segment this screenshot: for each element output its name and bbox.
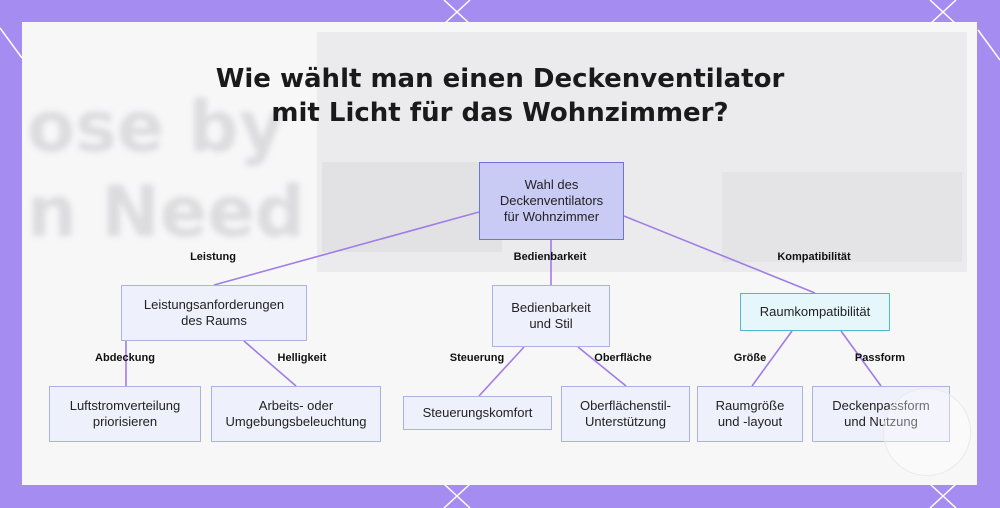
edge-label-passform: Passform: [854, 352, 906, 364]
edge-label-groesse: Größe: [733, 352, 767, 364]
leaf-line-1: Arbeits- oder: [258, 398, 334, 413]
node-line-1: Leistungsanforderungen: [143, 297, 285, 312]
edge-label-oberflaeche: Oberfläche: [594, 352, 652, 364]
background-photo-panel: [722, 172, 962, 262]
node-raumkompatibilitaet: Raumkompatibilität: [740, 293, 890, 331]
leaf-steuerungskomfort: Steuerungskomfort: [403, 396, 552, 430]
edge-label-abdeckung: Abdeckung: [95, 352, 155, 364]
leaf-luftstromverteilung: Luftstromverteilung priorisieren: [49, 386, 201, 442]
leaf-line-2: Umgebungsbeleuchtung: [225, 414, 367, 429]
leaf-line-1: Raumgröße: [715, 398, 785, 413]
node-leistungsanforderungen: Leistungsanforderungen des Raums: [121, 285, 307, 341]
root-node-line-2: Deckenventilators: [499, 193, 604, 208]
edge-label-leistung: Leistung: [190, 251, 236, 263]
leaf-line-2: priorisieren: [92, 414, 158, 429]
leaf-beleuchtung: Arbeits- oder Umgebungsbeleuchtung: [211, 386, 381, 442]
background-blur-text: ose by: [27, 86, 285, 168]
leaf-line-1: Steuerungskomfort: [422, 405, 533, 420]
node-line-1: Raumkompatibilität: [759, 304, 871, 319]
node-line-1: Bedienbarkeit: [511, 300, 591, 315]
leaf-line-2: und -layout: [717, 414, 783, 429]
leaf-line-2: Unterstützung: [585, 414, 666, 429]
node-line-2: des Raums: [181, 313, 247, 328]
leaf-line-1: Luftstromverteilung: [69, 398, 181, 413]
title-line-1: Wie wählt man einen Deckenventilator: [215, 64, 785, 94]
root-node-line-1: Wahl des: [524, 177, 579, 192]
page-title: Wie wählt man einen Deckenventilator mit…: [0, 62, 1000, 130]
root-node-line-3: für Wohnzimmer: [503, 209, 600, 224]
background-blur-text: n Need: [27, 171, 305, 253]
title-line-2: mit Licht für das Wohnzimmer?: [271, 98, 729, 128]
node-bedienbarkeit-stil: Bedienbarkeit und Stil: [492, 285, 610, 347]
leaf-oberflaechenstil: Oberflächenstil- Unterstützung: [561, 386, 690, 442]
edge-label-kompatibilitaet: Kompatibilität: [777, 251, 851, 263]
leaf-raumgroesse: Raumgröße und -layout: [697, 386, 803, 442]
node-line-2: und Stil: [529, 316, 573, 331]
watermark-logo: [883, 388, 971, 476]
root-node: Wahl des Deckenventilators für Wohnzimme…: [479, 162, 624, 240]
background-photo-panel: [322, 162, 502, 252]
leaf-line-1: Oberflächenstil-: [579, 398, 672, 413]
edge-label-helligkeit: Helligkeit: [277, 352, 327, 364]
edge-label-bedienbarkeit: Bedienbarkeit: [513, 251, 587, 263]
edge-label-steuerung: Steuerung: [449, 352, 505, 364]
